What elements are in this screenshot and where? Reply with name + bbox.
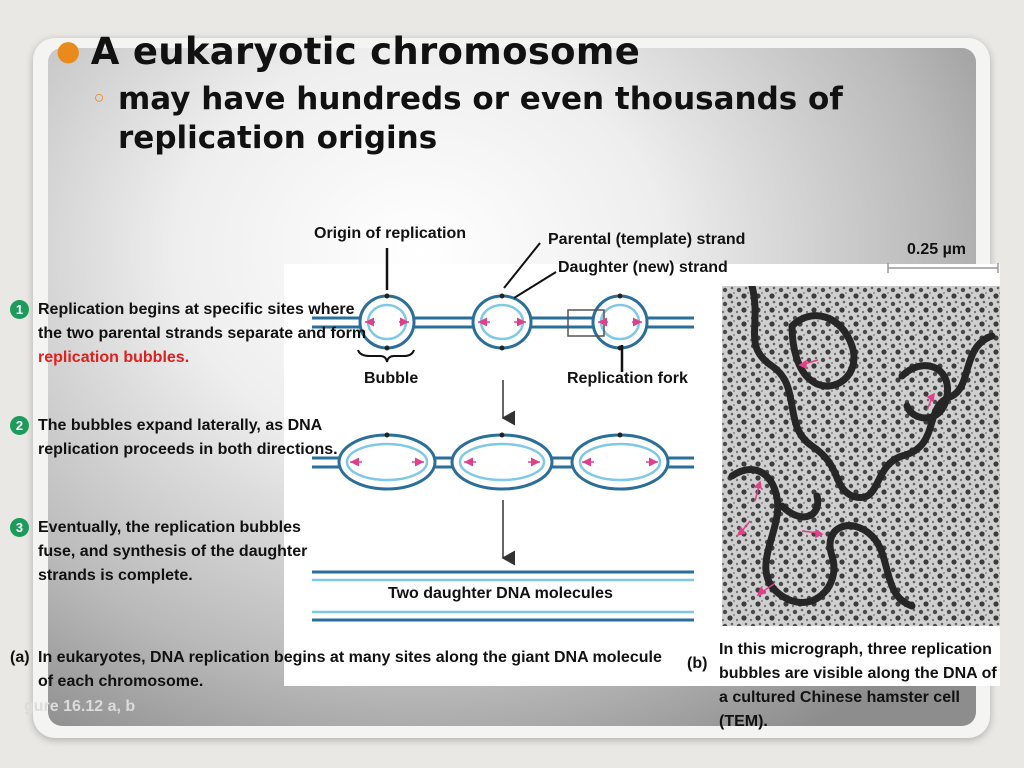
row3-dna bbox=[312, 570, 694, 622]
slide-subtitle: ◦ may have hundreds or even thousands of… bbox=[92, 80, 926, 158]
bubble-2 bbox=[471, 293, 533, 351]
bubble-brace bbox=[357, 349, 415, 363]
row1-dna bbox=[312, 293, 694, 351]
label-parental-strand: Parental (template) strand bbox=[548, 231, 746, 248]
step-number-1: 1 bbox=[10, 300, 29, 319]
step-1-text: Replication begins at specific sites whe… bbox=[38, 301, 367, 342]
step-number-3: 3 bbox=[10, 518, 29, 537]
label-scale: 0.25 µm bbox=[907, 241, 967, 258]
step-1: 1 Replication begins at specific sites w… bbox=[10, 298, 368, 370]
caption-a-label: (a) bbox=[10, 649, 30, 666]
slide-title: ● A eukaryotic chromosome bbox=[56, 30, 640, 73]
title-text: A eukaryotic chromosome bbox=[90, 30, 641, 73]
bubble-1 bbox=[358, 293, 416, 351]
label-replication-fork: Replication fork bbox=[567, 370, 688, 387]
subtitle-text: may have hundreds or even thousands of r… bbox=[118, 81, 843, 156]
step-2-text: The bubbles expand laterally, as DNA rep… bbox=[38, 417, 338, 458]
step-3-text: Eventually, the replication bubbles fuse… bbox=[38, 519, 308, 584]
step-number-2: 2 bbox=[10, 416, 29, 435]
bullet-dot-icon: ● bbox=[56, 34, 81, 67]
caption-a: In eukaryotes, DNA replication begins at… bbox=[38, 649, 662, 690]
label-origin: Origin of replication bbox=[314, 225, 467, 242]
label-daughter-strand: Daughter (new) strand bbox=[558, 259, 728, 276]
step-2: 2 The bubbles expand laterally, as DNA r… bbox=[10, 414, 360, 462]
step-3: 3 Eventually, the replication bubbles fu… bbox=[10, 516, 333, 588]
row2-dna bbox=[312, 432, 694, 491]
sub-bullet-circle-icon: ◦ bbox=[92, 87, 107, 112]
scale-bar bbox=[887, 263, 999, 273]
step-1-highlight: replication bubbles. bbox=[38, 349, 190, 366]
tem-micrograph bbox=[722, 286, 1000, 626]
label-two-daughter: Two daughter DNA molecules bbox=[388, 585, 613, 602]
figure-reference: gure 16.12 a, b bbox=[24, 698, 136, 715]
caption-b: In this micrograph, three replication bu… bbox=[719, 641, 997, 730]
label-bubble: Bubble bbox=[364, 370, 419, 387]
caption-b-label: (b) bbox=[687, 655, 708, 672]
